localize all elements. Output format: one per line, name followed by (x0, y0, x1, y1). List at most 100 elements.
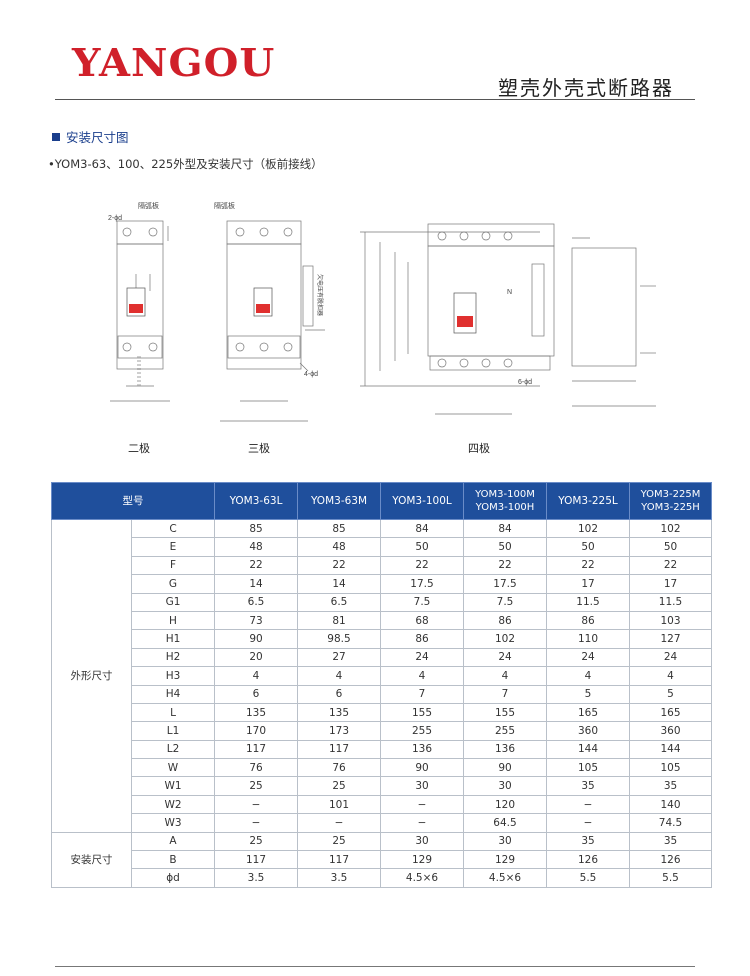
value-cell: 255 (463, 721, 547, 741)
value-cell: 25 (297, 776, 381, 796)
value-cell: 105 (629, 758, 712, 778)
value-cell: − (214, 813, 298, 833)
model-column-header: YOM3-225L (546, 482, 630, 520)
value-cell: 76 (297, 758, 381, 778)
value-cell: 17 (629, 574, 712, 594)
value-cell: 155 (463, 702, 547, 723)
value-cell: 4.5×6 (463, 868, 547, 888)
value-cell: 50 (380, 537, 464, 557)
param-cell: E (131, 537, 215, 557)
value-cell: 17.5 (463, 574, 547, 594)
value-cell: 360 (629, 721, 712, 741)
value-cell: 4 (546, 666, 630, 686)
value-cell: 136 (463, 739, 547, 760)
param-cell: W1 (131, 776, 215, 796)
param-cell: ϕd (131, 868, 215, 888)
value-cell: 105 (546, 758, 630, 778)
param-cell: H1 (131, 629, 215, 649)
value-cell: 30 (380, 831, 464, 852)
value-cell: 136 (380, 739, 464, 760)
param-cell: W3 (131, 813, 215, 833)
phi-d-label: 4-ϕd (304, 371, 318, 378)
brand-logo: YANGOU (72, 40, 276, 85)
value-cell: 5 (546, 684, 630, 704)
value-cell: 22 (629, 555, 712, 576)
value-cell: 117 (214, 850, 298, 870)
value-cell: 117 (297, 850, 381, 870)
value-cell: 11.5 (546, 592, 630, 612)
value-cell: 22 (380, 555, 464, 576)
param-cell: L2 (131, 739, 215, 760)
value-cell: − (546, 813, 630, 833)
value-cell: 84 (463, 518, 547, 539)
value-cell: 73 (214, 610, 298, 631)
value-cell: 140 (629, 794, 712, 815)
value-cell: 3.5 (297, 868, 381, 888)
value-cell: 4 (214, 666, 298, 686)
value-cell: 86 (380, 629, 464, 649)
value-cell: 173 (297, 721, 381, 741)
value-cell: 11.5 (629, 592, 712, 612)
value-cell: 102 (546, 518, 630, 539)
value-cell: 7 (463, 684, 547, 704)
value-cell: 27 (297, 647, 381, 668)
value-cell: 117 (214, 739, 298, 760)
value-cell: 24 (546, 647, 630, 668)
value-cell: 4 (380, 666, 464, 686)
value-cell: 129 (463, 850, 547, 870)
value-cell: 50 (629, 537, 712, 557)
value-cell: 30 (463, 776, 547, 796)
value-cell: − (380, 794, 464, 815)
value-cell: 170 (214, 721, 298, 741)
param-cell: L (131, 702, 215, 723)
value-cell: 50 (546, 537, 630, 557)
param-cell: W2 (131, 794, 215, 815)
value-cell: 127 (629, 629, 712, 649)
value-cell: 84 (380, 518, 464, 539)
param-cell: H2 (131, 647, 215, 668)
model-column-header: YOM3-225M YOM3-225H (629, 482, 712, 520)
param-cell: H4 (131, 684, 215, 704)
param-cell: G1 (131, 592, 215, 612)
value-cell: 7.5 (380, 592, 464, 612)
dimension-table: 型号 YOM3-63L YOM3-63M YOM3-100L YOM3-100M… (51, 482, 712, 888)
two-pole-label: 二极 (128, 442, 150, 455)
value-cell: 4 (463, 666, 547, 686)
group-label: 安装尺寸 (51, 831, 132, 888)
param-cell: A (131, 831, 215, 852)
value-cell: 90 (214, 629, 298, 649)
value-cell: 90 (463, 758, 547, 778)
value-cell: 90 (380, 758, 464, 778)
value-cell: 7 (380, 684, 464, 704)
value-cell: 165 (629, 702, 712, 723)
value-cell: − (214, 794, 298, 815)
value-cell: 14 (214, 574, 298, 594)
value-cell: 48 (297, 537, 381, 557)
param-cell: L1 (131, 721, 215, 741)
value-cell: 155 (380, 702, 464, 723)
arc-plate-label: 隔弧板 (138, 201, 159, 210)
footer-rule (55, 966, 695, 967)
value-cell: 86 (463, 610, 547, 631)
value-cell: 48 (214, 537, 298, 557)
model-column-header: YOM3-63L (214, 482, 298, 520)
value-cell: 24 (463, 647, 547, 668)
value-cell: 360 (546, 721, 630, 741)
group-label: 外形尺寸 (51, 519, 132, 833)
value-cell: 144 (546, 739, 630, 760)
value-cell: 35 (629, 776, 712, 796)
value-cell: 85 (297, 518, 381, 539)
value-cell: 5.5 (629, 868, 712, 888)
neutral-mark: N (507, 289, 512, 296)
model-column-header: YOM3-100L (380, 482, 464, 520)
dimension-drawing: 隔弧板 2-ϕd 隔弧板 4-ϕd 6-ϕd N 欠电压有脱扣器 (108, 201, 656, 422)
value-cell: 25 (214, 831, 298, 852)
